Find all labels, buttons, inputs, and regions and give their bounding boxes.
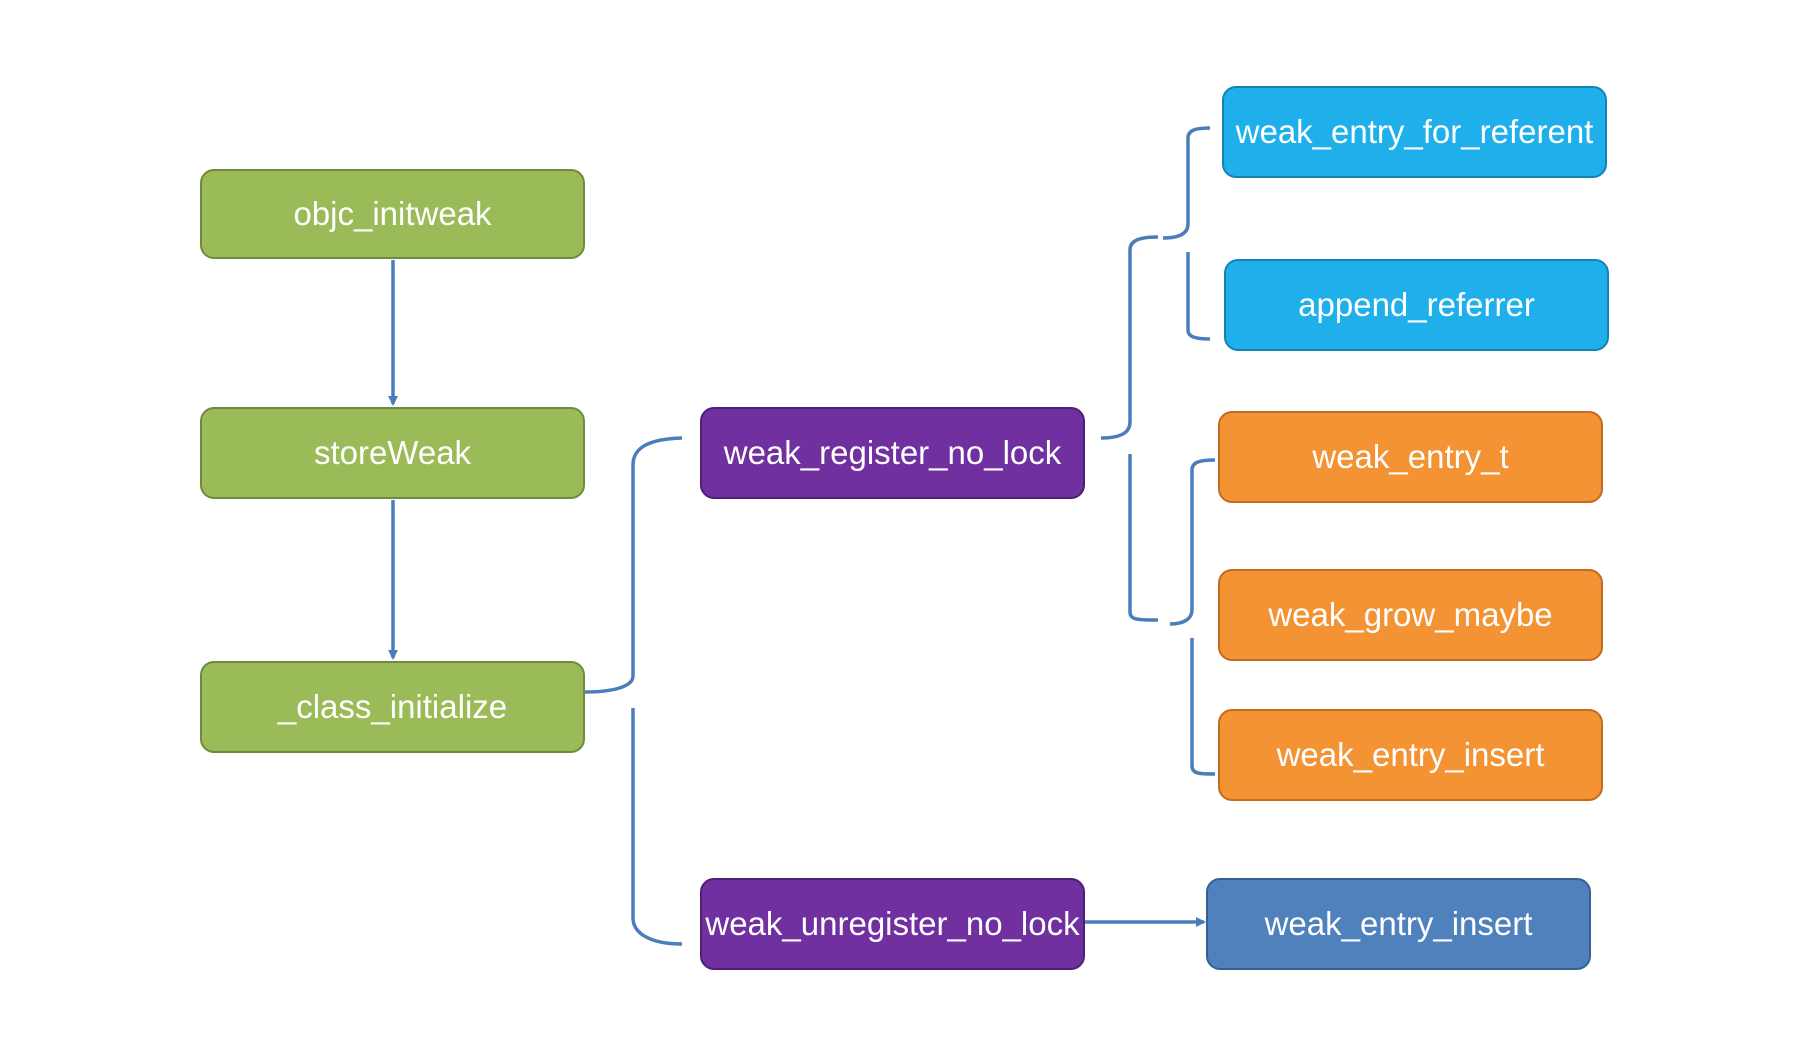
node-weak-unregister-no-lock: weak_unregister_no_lock: [700, 878, 1085, 970]
node-append-referrer: append_referrer: [1224, 259, 1609, 351]
node-weak-entry-t: weak_entry_t: [1218, 411, 1603, 503]
brace-weak-register: [1100, 235, 1159, 622]
brace-orange-group: [1169, 458, 1216, 776]
brace-cyan-group: [1162, 126, 1211, 341]
node-weak-entry-for-referent: weak_entry_for_referent: [1222, 86, 1607, 178]
node-weak-register-no-lock: weak_register_no_lock: [700, 407, 1085, 499]
node-weak-grow-maybe: weak_grow_maybe: [1218, 569, 1603, 661]
node-weak-entry-insert-blue: weak_entry_insert: [1206, 878, 1591, 970]
node-objc-initweak: objc_initweak: [200, 169, 585, 259]
brace-class-initialize: [584, 436, 683, 946]
node-storeweak: storeWeak: [200, 407, 585, 499]
node-class-initialize: _class_initialize: [200, 661, 585, 753]
node-weak-entry-insert-orange: weak_entry_insert: [1218, 709, 1603, 801]
